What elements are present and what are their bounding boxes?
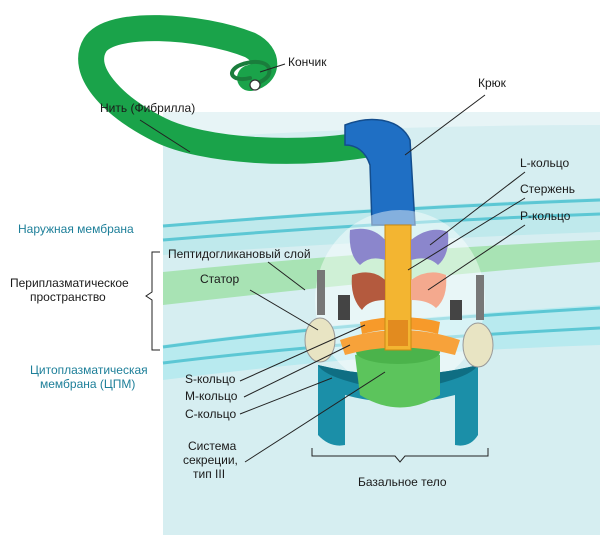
label-p-ring: P-кольцо [520,209,571,223]
label-cpm-1: Цитоплазматическая [30,363,148,377]
leader-c-ring [239,377,333,415]
label-c-ring: C-кольцо [185,407,236,421]
stator-left [304,270,336,363]
leader-t3ss [244,371,386,463]
label-stator: Статор [200,272,239,286]
label-s-ring: S-кольцо [185,372,236,386]
label-t3ss-3: тип III [193,467,225,481]
leader-stator [249,289,319,331]
label-tip: Кончик [288,55,327,69]
stator-right [462,275,494,368]
peptidoglycan-band [163,240,600,305]
label-m-ring: M-кольцо [185,389,238,403]
leader-rod [407,197,526,271]
label-peptidoglycan: Пептидогликановый слой [168,247,311,261]
p-ring [351,272,447,310]
leader-m-ring [243,344,351,398]
basal-body-brace [311,448,489,463]
leader-filament [139,119,191,153]
rod [384,224,412,351]
leader-hook [404,94,486,156]
leader-s-ring [239,324,366,382]
motor-components [338,295,462,320]
label-t3ss-2: секреции, [183,453,238,467]
label-filament: Нить (Фибрилла) [100,101,195,115]
filament [78,15,403,164]
label-t3ss-1: Система [188,439,237,453]
leader-tip [259,63,286,73]
hook [344,118,416,226]
leader-l-ring [429,171,526,246]
periplasm-brace [145,251,160,351]
label-periplasm-1: Периплазматическое [10,276,129,290]
leader-peptidoglycan [267,261,306,291]
label-periplasm-2: пространство [30,290,106,304]
label-l-ring: L-кольцо [520,156,569,170]
label-basal-body: Базальное тело [358,475,447,489]
label-cpm-2: мембрана (ЦПМ) [40,377,135,391]
label-rod: Стержень [520,182,575,196]
label-outer-membrane: Наружная мембрана [18,222,134,236]
tip-marker [249,79,261,91]
leader-p-ring [427,224,526,291]
label-hook: Крюк [478,76,507,90]
